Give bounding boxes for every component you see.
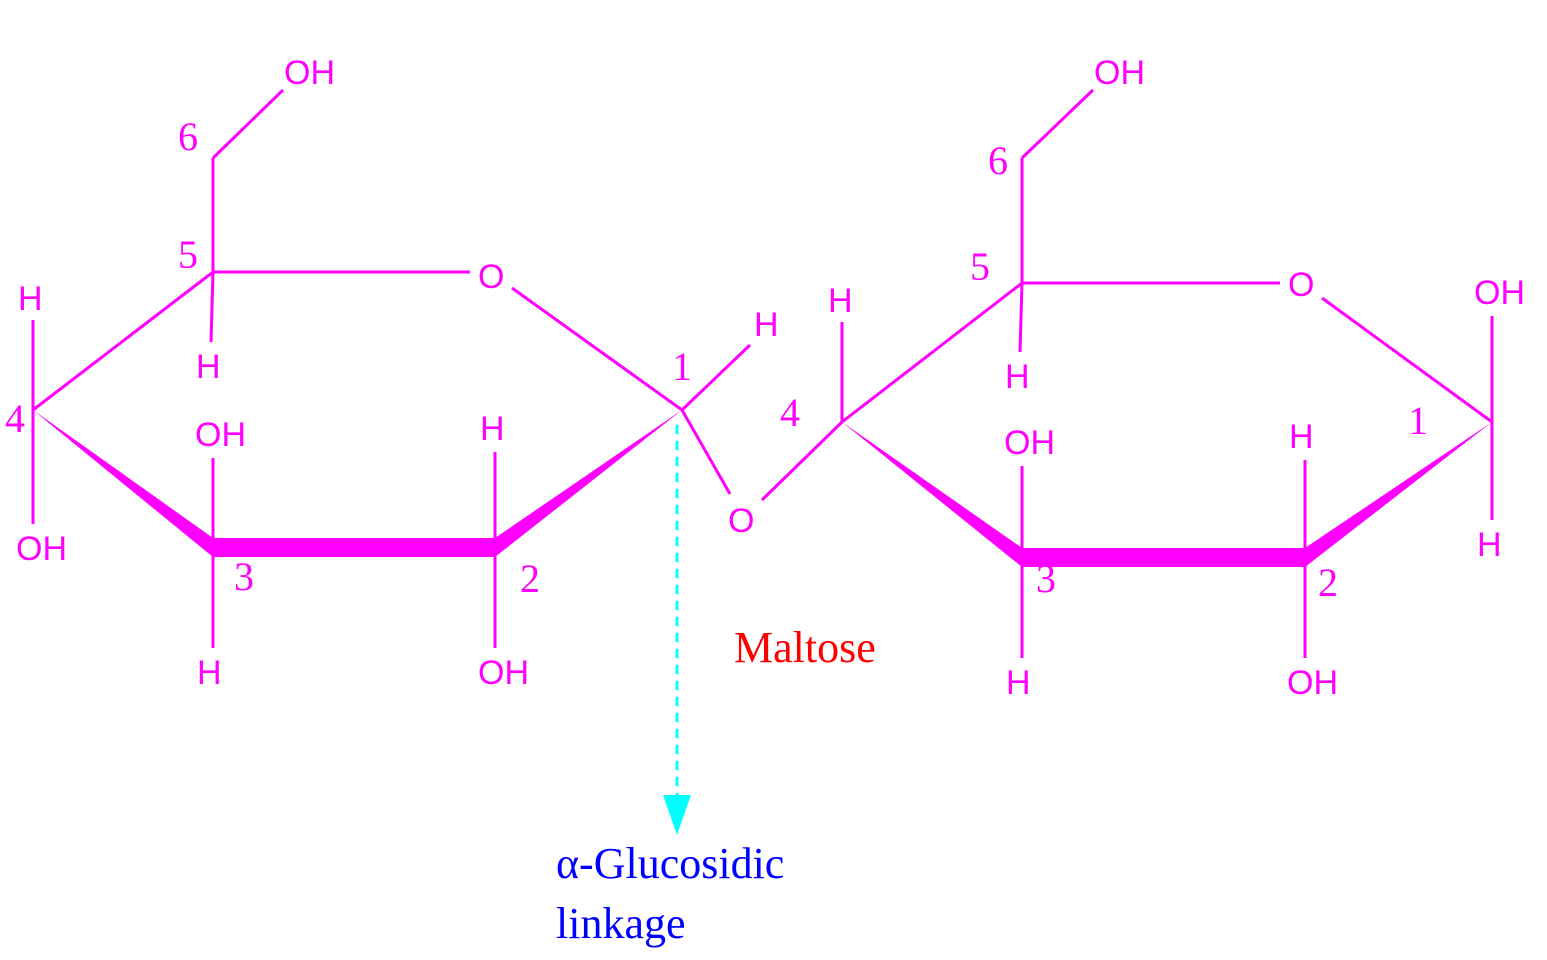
left-bond-c1-h [680, 343, 752, 412]
left-bond-c1-bridge-o [680, 409, 732, 495]
left-wedge-c2-c1 [495, 410, 682, 557]
bridge-bond-o-c4 [760, 420, 844, 502]
left-c5-number: 5 [178, 232, 198, 277]
right-c5-h-label: H [1005, 358, 1030, 396]
right-c4-number: 4 [780, 390, 800, 435]
right-glucose-ring [840, 88, 1494, 658]
glycosidic-bridge [760, 420, 844, 502]
left-c2-h-label: H [480, 410, 505, 448]
right-wedge-c4-c3 [842, 422, 1022, 567]
linkage-label-line1: α-Glucosidic [556, 839, 784, 888]
left-bond-c4-c5 [32, 270, 214, 412]
left-wedge-bonds [33, 410, 682, 557]
left-bond-o-c1 [511, 286, 683, 412]
left-bond-c5-h [209, 271, 215, 343]
left-ring-o-label: O [478, 258, 504, 296]
right-c6-oh-label: OH [1094, 54, 1145, 92]
left-wedge-c4-c3 [33, 410, 213, 557]
right-c2-oh-label: OH [1287, 664, 1338, 702]
left-glucose-ring [31, 88, 752, 648]
right-c1-h-label: H [1477, 526, 1502, 564]
right-c2-number: 2 [1318, 560, 1338, 605]
left-c4-oh-label: OH [16, 530, 67, 568]
right-c6-number: 6 [988, 138, 1008, 183]
right-c4-h-label: H [828, 282, 853, 320]
right-c1-number: 1 [1408, 398, 1428, 443]
bridge-o-label: O [728, 502, 754, 540]
right-c5-number: 5 [970, 244, 990, 289]
right-c2-h-label: H [1289, 418, 1314, 456]
right-ring-labels: OH 6 5 O OH H H 4 1 OH H H 3 2 H OH [780, 54, 1525, 702]
left-c1-number: 1 [672, 344, 692, 389]
left-bond-c6-oh [211, 88, 285, 160]
left-c1-h-label: H [754, 306, 779, 344]
linkage-arrow-head-icon [663, 795, 691, 835]
left-c6-oh-label: OH [284, 54, 335, 92]
right-c3-number: 3 [1036, 556, 1056, 601]
left-c5-h-label: H [196, 348, 221, 386]
left-c3-h-label: H [197, 654, 222, 692]
right-bond-c4-c5 [841, 281, 1023, 424]
diagram-title: Maltose [734, 623, 876, 672]
right-wedge-c2-c1 [1305, 422, 1492, 567]
right-c1-oh-label: OH [1474, 274, 1525, 312]
left-c6-number: 6 [178, 114, 198, 159]
right-wedge-bonds [842, 422, 1492, 567]
right-bond-o-c1 [1321, 296, 1493, 424]
right-c3-oh-label: OH [1004, 424, 1055, 462]
right-ring-o-label: O [1288, 266, 1314, 304]
linkage-arrow [663, 425, 691, 835]
left-c4-number: 4 [5, 396, 25, 441]
right-c3-h-label: H [1006, 664, 1031, 702]
left-c4-h-label: H [18, 280, 43, 318]
left-wedge-c3-c2 [213, 538, 495, 557]
right-wedge-c3-c2 [1022, 548, 1305, 567]
left-c2-oh-label: OH [478, 654, 529, 692]
left-c3-number: 3 [234, 554, 254, 599]
right-bond-c6-oh [1020, 88, 1095, 160]
right-bond-c5-h [1018, 282, 1024, 353]
left-c2-number: 2 [520, 556, 540, 601]
left-c3-oh-label: OH [195, 416, 246, 454]
linkage-label-line2: linkage [556, 899, 686, 948]
left-ring-labels: OH 6 5 O H H 1 H 4 OH H OH 3 2 H OH [5, 54, 779, 692]
